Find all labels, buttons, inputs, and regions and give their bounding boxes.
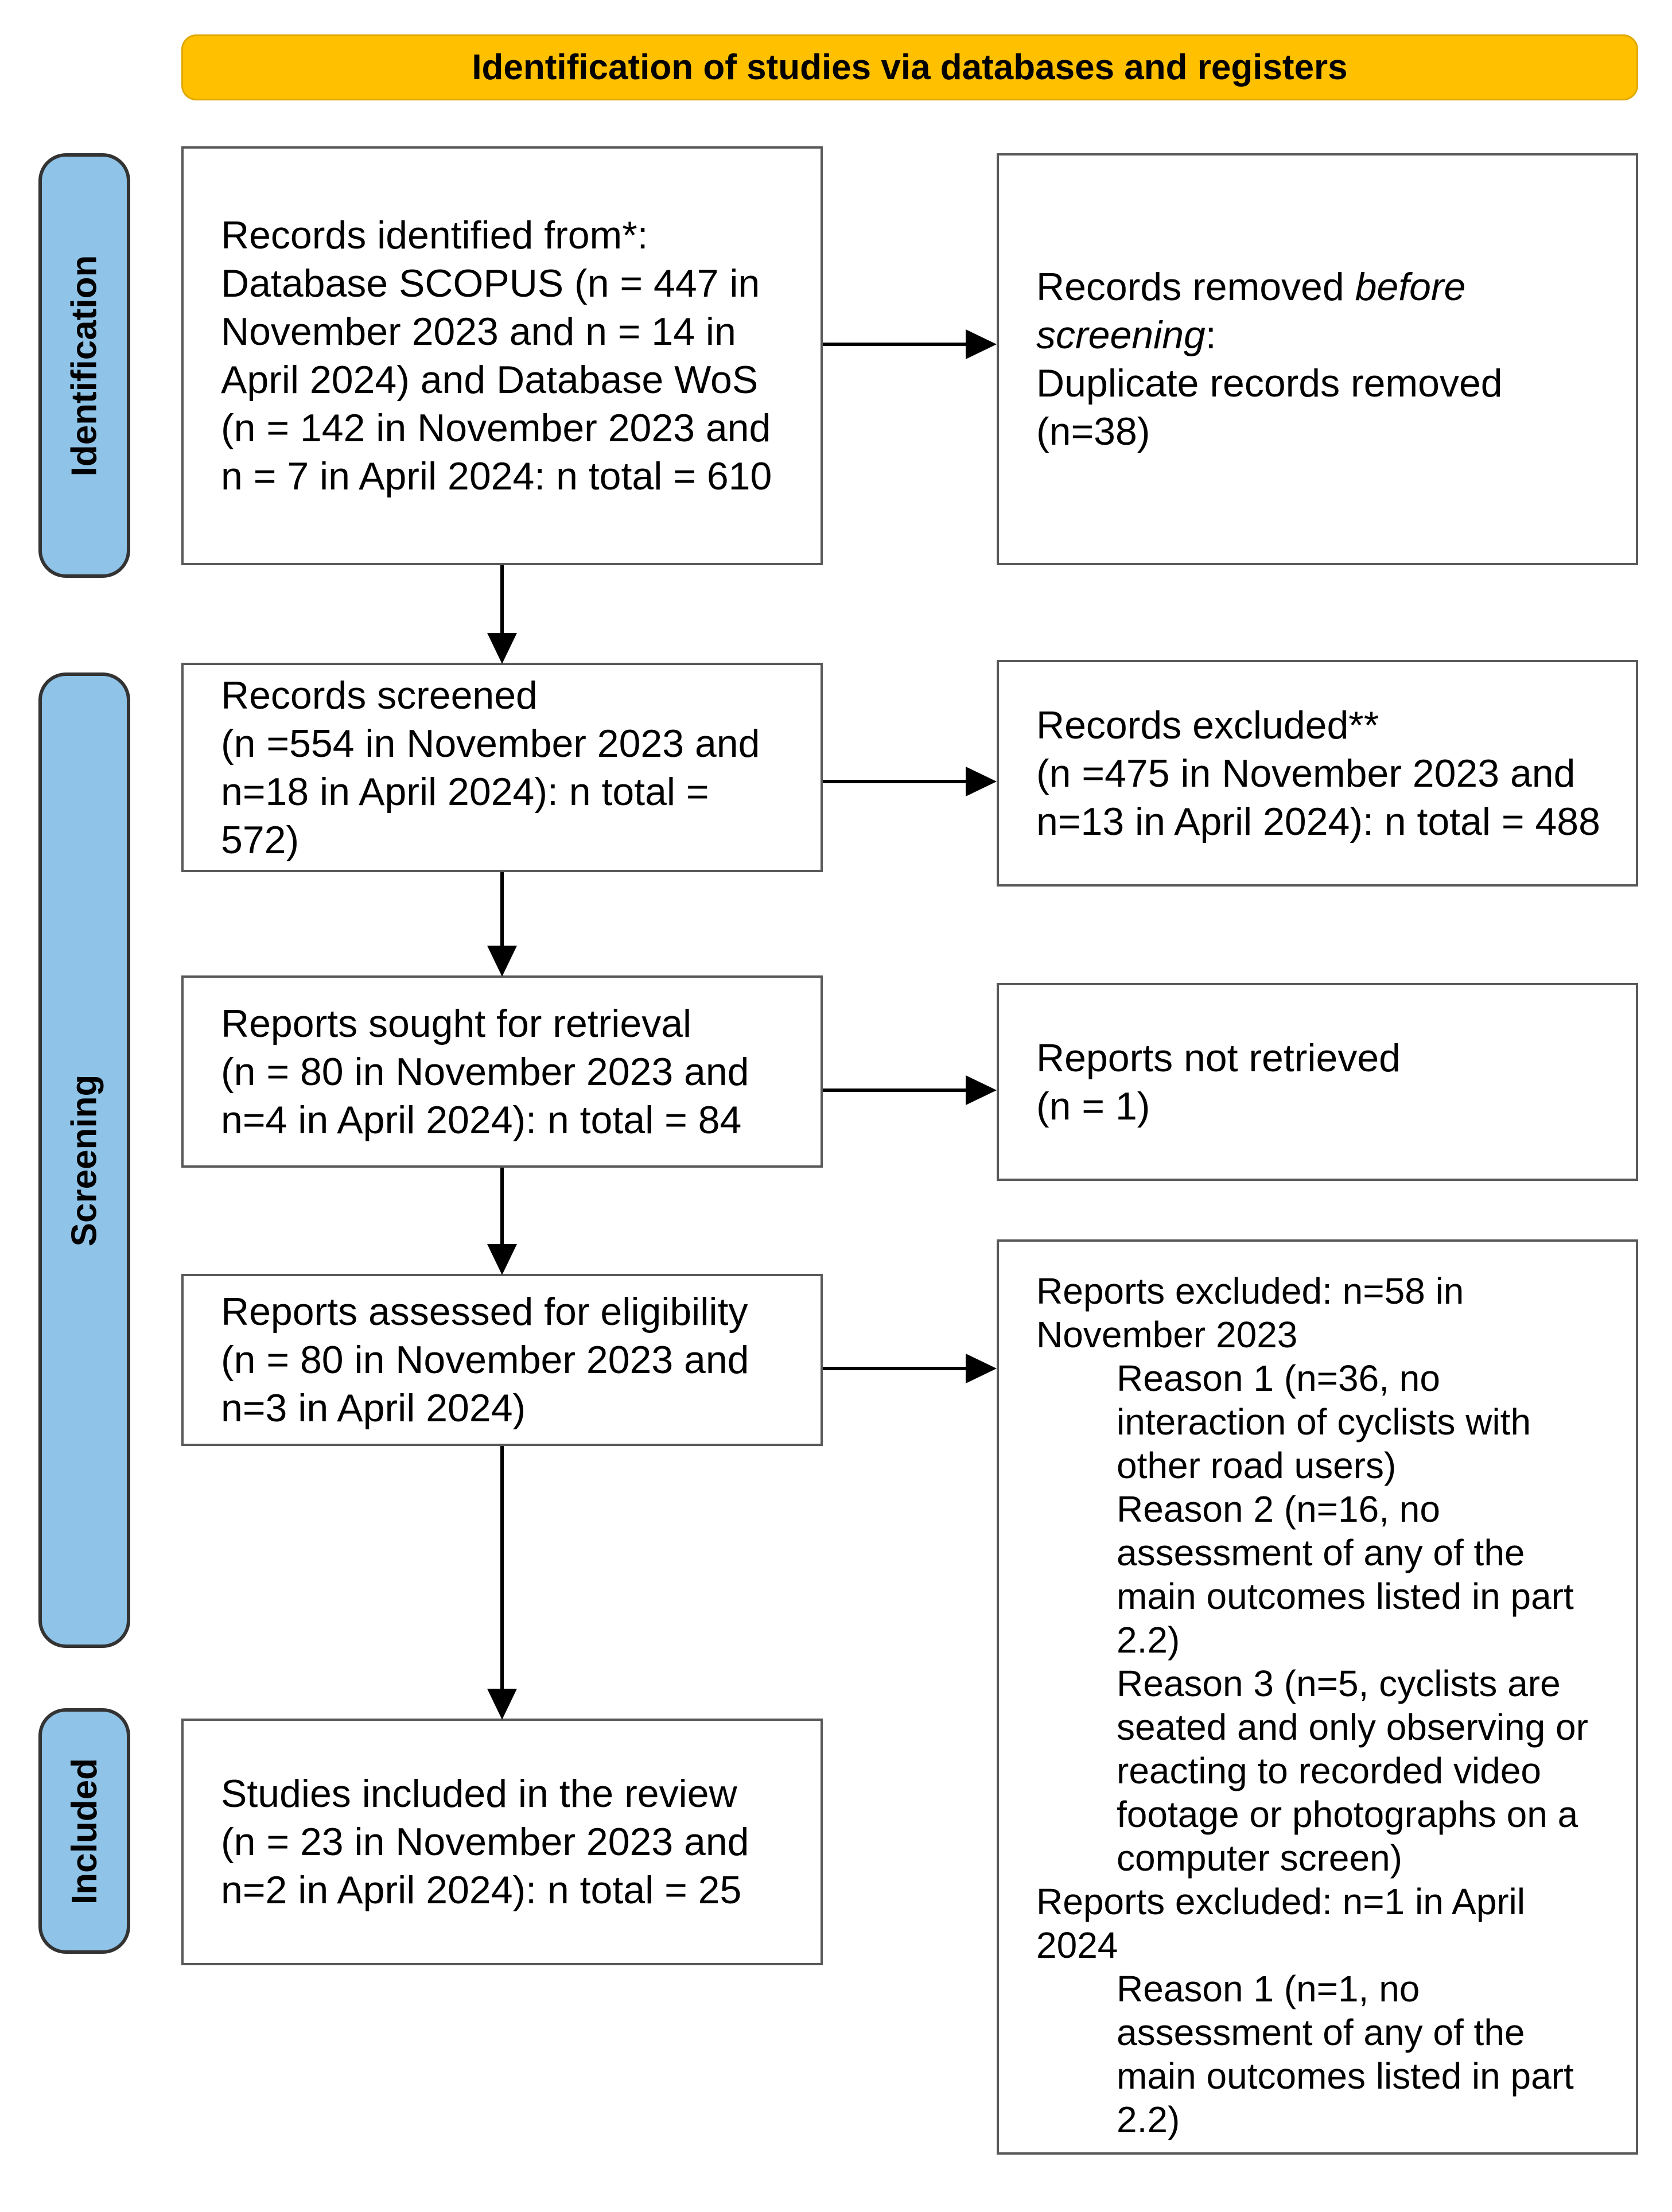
box-text-line: (n = 1) bbox=[1036, 1084, 1150, 1128]
box-records-screened: Records screened(n =554 in November 2023… bbox=[181, 663, 823, 872]
box-text-line: (n = 23 in November 2023 and bbox=[221, 1820, 749, 1864]
arrow-down-screened-to-sought bbox=[500, 872, 504, 948]
box-text-line: 2.2) bbox=[1117, 2099, 1180, 2140]
arrow-right-screened-to-excluded bbox=[823, 780, 968, 783]
box-text-line: n=4 in April 2024): n total = 84 bbox=[221, 1098, 742, 1142]
box-records-identified: Records identified from*: Database SCOPUS… bbox=[181, 146, 823, 565]
box-text-line: Duplicate records removed bbox=[1036, 361, 1503, 405]
box-text-line: Reason 2 (n=16, no bbox=[1117, 1488, 1440, 1530]
box-text-line: footage or photographs on a bbox=[1117, 1794, 1578, 1835]
arrow-down-head-2 bbox=[487, 946, 517, 977]
box-text-line: reacting to recorded video bbox=[1117, 1750, 1541, 1791]
stage-included-text: Included bbox=[64, 1758, 104, 1904]
box-text-line: n=13 in April 2024): n total = 488 bbox=[1036, 799, 1600, 843]
box-text-line: Records removed before bbox=[1036, 265, 1466, 309]
box-text-line: n=2 in April 2024): n total = 25 bbox=[221, 1868, 742, 1912]
stage-identification-text: Identification bbox=[64, 255, 104, 476]
box-text-line: (n =475 in November 2023 and bbox=[1036, 751, 1576, 795]
box-text-line: (n=38) bbox=[1036, 410, 1150, 453]
arrow-right-head-1 bbox=[966, 329, 997, 359]
box-text-line: Reports excluded: n=58 in bbox=[1036, 1270, 1464, 1312]
box-text-line: 572) bbox=[221, 818, 300, 862]
arrow-down-sought-to-assessed bbox=[500, 1168, 504, 1246]
box-text-line: interaction of cyclists with bbox=[1117, 1401, 1531, 1443]
box-text-line: n = 7 in April 2024: n total = 610 bbox=[221, 454, 772, 498]
banner: Identification of studies via databases … bbox=[181, 34, 1638, 100]
arrow-down-assessed-to-included bbox=[500, 1446, 504, 1691]
box-text-line: assessment of any of the bbox=[1117, 1532, 1525, 1573]
stage-screening-text: Screening bbox=[64, 1074, 104, 1246]
box-text-line: November 2023 bbox=[1036, 1314, 1298, 1355]
box-text-line: main outcomes listed in part bbox=[1117, 1576, 1574, 1617]
box-text-line: (n =554 in November 2023 and bbox=[221, 721, 760, 765]
box-text-line: (n = 80 in November 2023 and bbox=[221, 1049, 749, 1094]
arrow-right-assessed-to-reportsexcluded bbox=[823, 1367, 968, 1370]
box-text-line: November 2023 and n = 14 in bbox=[221, 310, 736, 353]
arrow-right-identified-to-removed bbox=[823, 343, 968, 346]
box-text-line: Reports sought for retrieval bbox=[221, 1001, 692, 1045]
box-text-line: Reports excluded: n=1 in April bbox=[1036, 1881, 1526, 1922]
arrow-down-head-3 bbox=[487, 1244, 517, 1275]
box-text-line: Records screened bbox=[221, 673, 538, 717]
box-text-line: 2024 bbox=[1036, 1925, 1118, 1966]
arrow-right-head-4 bbox=[966, 1354, 997, 1383]
box-records-excluded: Records excluded**(n =475 in November 20… bbox=[997, 660, 1638, 887]
box-studies-included: Studies included in the review(n = 23 in… bbox=[181, 1719, 823, 1965]
box-reports-assessed-for-eligibility: Reports assessed for eligibility(n = 80 … bbox=[181, 1274, 823, 1446]
arrow-right-head-2 bbox=[966, 767, 997, 796]
stage-label-screening: Screening bbox=[38, 672, 130, 1648]
box-text-line: Reports assessed for eligibility bbox=[221, 1290, 748, 1334]
box-reports-not-retrieved: Reports not retrieved(n = 1) bbox=[997, 983, 1638, 1181]
box-text-line: Reason 1 (n=36, no bbox=[1117, 1358, 1440, 1399]
arrow-down-head-4 bbox=[487, 1689, 517, 1720]
arrow-down-head-1 bbox=[487, 633, 517, 664]
box-reports-sought-for-retrieval: Reports sought for retrieval(n = 80 in N… bbox=[181, 975, 823, 1168]
box-text-line: Reason 3 (n=5, cyclists are bbox=[1117, 1663, 1561, 1704]
stage-label-included: Included bbox=[38, 1708, 130, 1954]
box-text-line: assessment of any of the bbox=[1117, 2012, 1525, 2053]
box-text-line: Studies included in the review bbox=[221, 1772, 737, 1816]
box-text-line: Reason 1 (n=1, no bbox=[1117, 1968, 1420, 2009]
box-text-line: seated and only observing or bbox=[1117, 1706, 1588, 1748]
box-text-line: n=18 in April 2024): n total = bbox=[221, 769, 709, 814]
banner-label: Identification of studies via databases … bbox=[472, 48, 1348, 87]
box-text-line: main outcomes listed in part bbox=[1117, 2055, 1574, 2097]
box-text-line: Database SCOPUS (n = 447 in bbox=[221, 262, 760, 305]
arrow-right-sought-to-notretrieved bbox=[823, 1088, 968, 1092]
stage-label-identification: Identification bbox=[38, 153, 130, 578]
box-text-line: n=3 in April 2024) bbox=[221, 1386, 526, 1430]
box-text-line: April 2024) and Database WoS bbox=[221, 358, 759, 402]
box-text-line: Records excluded** bbox=[1036, 703, 1379, 747]
box-text-line: (n = 80 in November 2023 and bbox=[221, 1338, 749, 1382]
box-text-line: (n = 142 in November 2023 and bbox=[221, 406, 771, 450]
box-text-line: other road users) bbox=[1117, 1445, 1397, 1486]
arrow-down-identified-to-screened bbox=[500, 565, 504, 635]
box-text-line: Reports not retrieved bbox=[1036, 1036, 1401, 1080]
box-text-line: screening: bbox=[1036, 313, 1216, 357]
box-text-line: computer screen) bbox=[1117, 1837, 1402, 1879]
arrow-right-head-3 bbox=[966, 1075, 997, 1105]
box-text-line: 2.2) bbox=[1117, 1619, 1180, 1661]
box-text-line: Records identified from*: bbox=[221, 213, 648, 257]
